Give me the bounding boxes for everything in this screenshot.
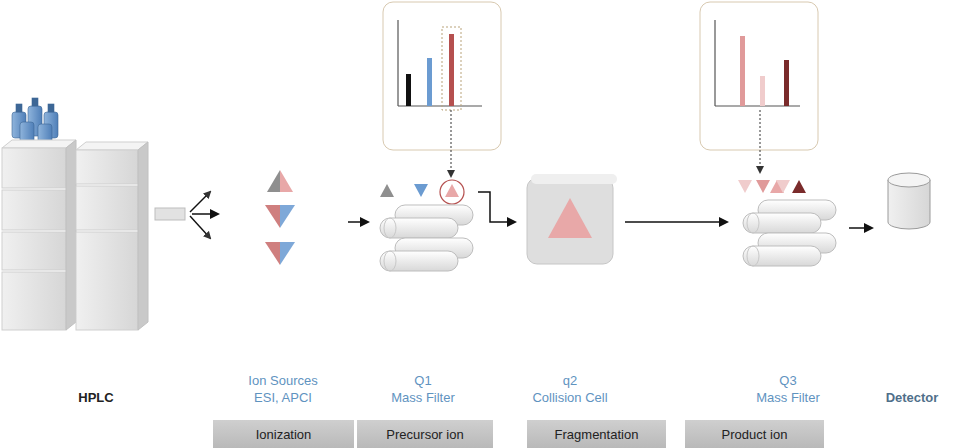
- node-label: HPLC: [78, 389, 113, 406]
- flow-arrow: [849, 227, 872, 229]
- flow-arrow: [192, 213, 218, 215]
- q1-quadrupole: [380, 180, 473, 271]
- flow-arrow: [625, 221, 727, 223]
- node-sublabel: Collision Cell: [532, 389, 607, 406]
- ion-triangles: [265, 170, 295, 265]
- hplc-stack: [2, 98, 185, 330]
- flow-arrow: [478, 192, 515, 222]
- stage-band: Fragmentation: [527, 420, 666, 448]
- hplc-unit: HPLC: [0, 130, 192, 412]
- q3-quadrupole: [738, 180, 836, 266]
- node-label: Ion Sources: [248, 372, 317, 389]
- flow-arrow: [348, 221, 368, 223]
- stage-band: Product ion: [685, 420, 824, 448]
- node-label: Detector: [886, 389, 939, 406]
- node-label: Q1: [414, 372, 431, 389]
- detector-cylinder: [888, 173, 930, 229]
- node-sublabel: Mass Filter: [756, 389, 820, 406]
- precursor-spectrum: [383, 2, 501, 176]
- stage-band: Ionization: [213, 420, 354, 448]
- node-label: Product ion: [722, 427, 788, 442]
- ion-source: Ion SourcesESI, APCI: [218, 160, 348, 412]
- node-label: Q3: [779, 372, 796, 389]
- node-label: Ionization: [256, 427, 312, 442]
- node-sublabel: Mass Filter: [391, 389, 455, 406]
- stage-band: Precursor ion: [357, 420, 493, 448]
- mass-filter: Q3Mass Filter: [727, 160, 849, 412]
- mass-filter: Q1Mass Filter: [368, 160, 478, 412]
- product-spectrum: [700, 2, 818, 172]
- spray-arrows: [190, 192, 210, 238]
- node-label: Precursor ion: [386, 427, 463, 442]
- detector: Detector: [872, 160, 952, 412]
- node-label: q2: [563, 372, 577, 389]
- collision-cell: [527, 174, 617, 264]
- node-sublabel: ESI, APCI: [254, 389, 312, 406]
- node-label: Fragmentation: [555, 427, 639, 442]
- collision-cell: q2Collision Cell: [515, 160, 625, 412]
